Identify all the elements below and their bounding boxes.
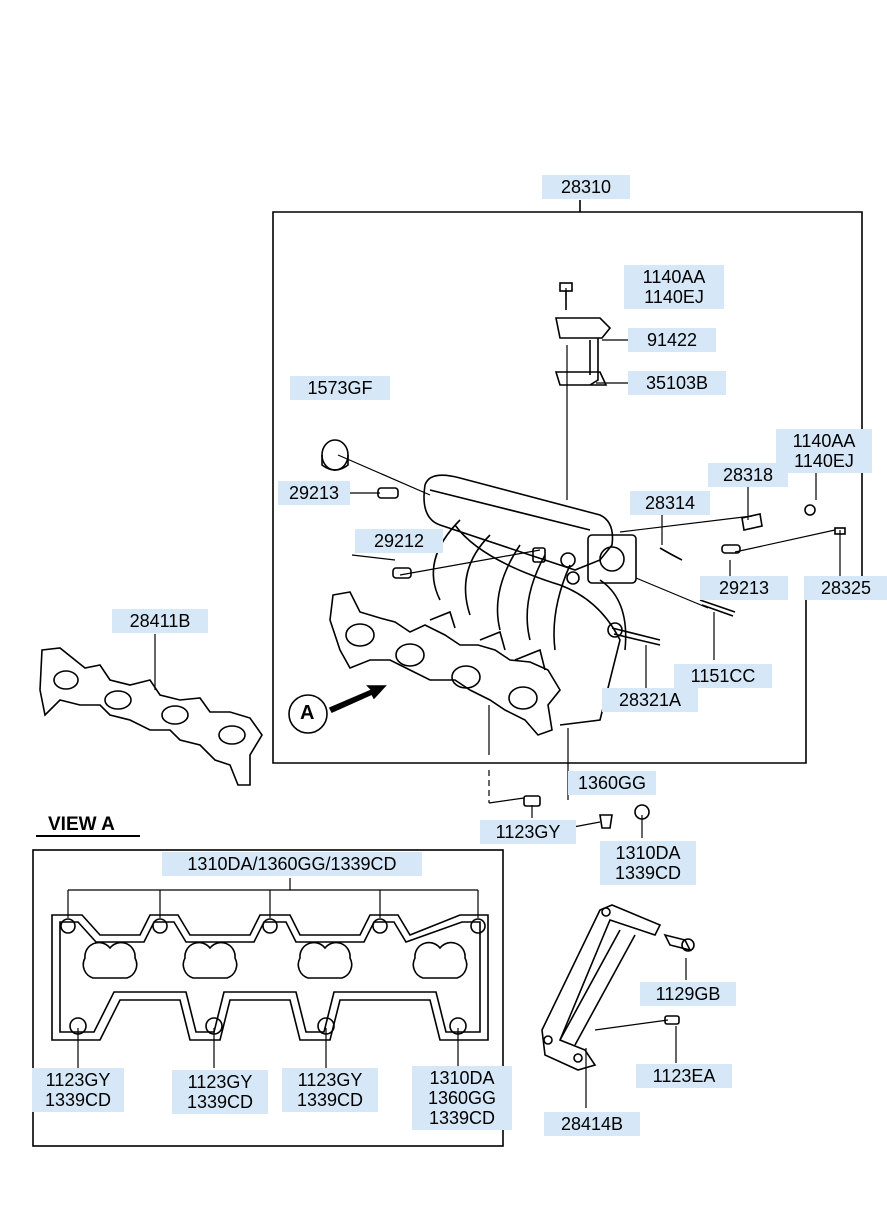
gasket-28411b-ports: [53, 670, 246, 745]
view-a-bolt-holes: [60, 918, 486, 1035]
view-a-callout-letter: A: [300, 702, 315, 724]
part-1151cc: 1151CC: [674, 664, 772, 688]
part-29212: 29212: [355, 529, 443, 553]
part-1129gb: 1129GB: [640, 982, 736, 1006]
view-a-callout: [288, 685, 387, 734]
view-a-bracket: [67, 878, 479, 1068]
part-29213-right: 29213: [700, 576, 788, 600]
part-28325: 28325: [804, 576, 887, 600]
part-1123gy: 1123GY: [480, 820, 576, 844]
part-28310: 28310: [542, 175, 630, 199]
part-91422: 91422: [628, 328, 716, 352]
part-35103b: 35103B: [628, 371, 726, 395]
part-1573gf: 1573GF: [290, 376, 390, 400]
hardware: [321, 282, 846, 829]
part-29213-left: 29213: [278, 481, 350, 505]
part-1123ea: 1123EA: [636, 1064, 732, 1088]
gasket-28411b: [39, 647, 263, 786]
part-1360gg: 1360GG: [568, 771, 656, 795]
view-a-gasket: [51, 914, 489, 1041]
leader-lines: [154, 288, 841, 1108]
view-a-top-label: 1310DA/1360GG/1339CD: [162, 852, 422, 876]
view-a-ports: [82, 941, 468, 979]
part-28411b: 28411B: [112, 609, 208, 633]
view-a-gasket-inner: [59, 921, 481, 1033]
bracket-28414b: [541, 904, 695, 1071]
part-28318: 28318: [708, 463, 788, 487]
part-28314: 28314: [630, 491, 710, 515]
part-28321a: 28321A: [602, 688, 698, 712]
part-28414b: 28414B: [544, 1112, 640, 1136]
view-a-label: VIEW A: [48, 814, 115, 835]
view-a-frame: [32, 849, 504, 1147]
assembly-frame: [272, 200, 863, 764]
